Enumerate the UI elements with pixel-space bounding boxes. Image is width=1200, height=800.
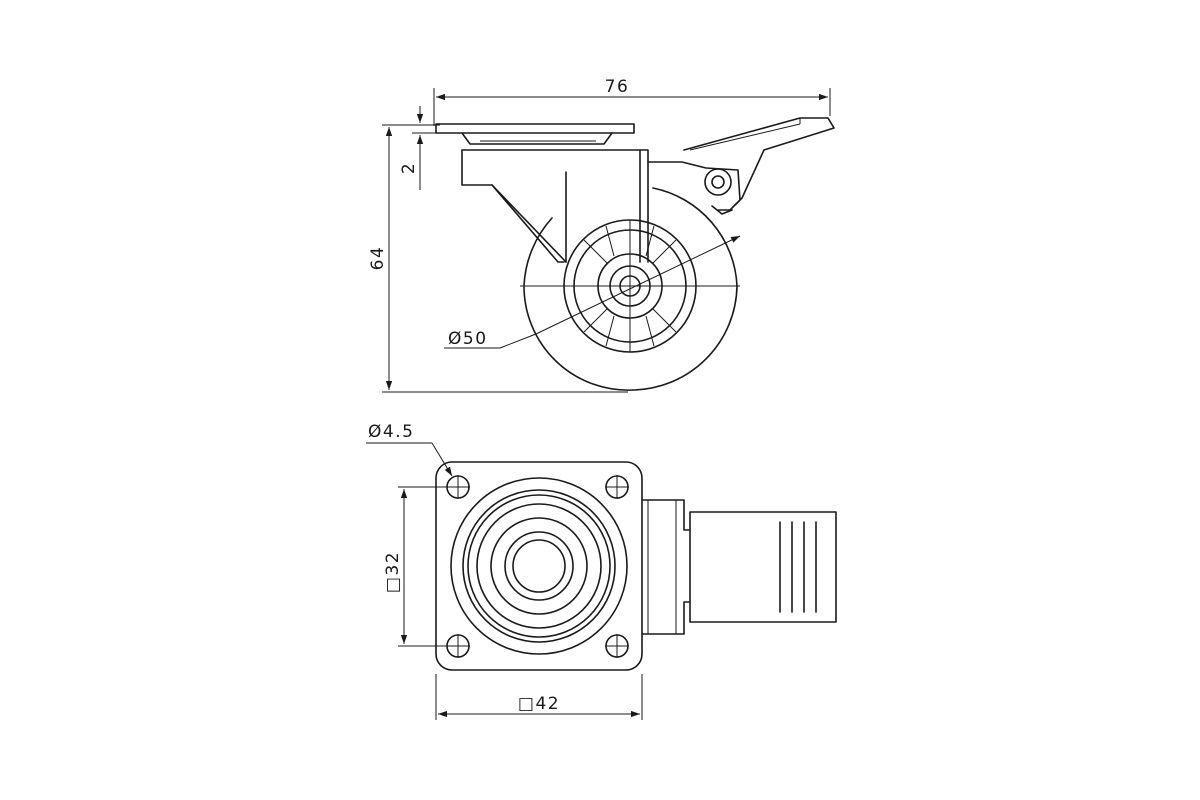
dimension-diameter-4-5-label: Ø4.5 bbox=[368, 422, 414, 442]
brake-pedal bbox=[689, 511, 837, 623]
top-plate bbox=[435, 123, 635, 134]
dimension-overall-length: 76 bbox=[433, 77, 831, 126]
dimension-2-label: 2 bbox=[399, 162, 419, 174]
mounting-plate bbox=[435, 461, 643, 671]
dimension-overall-height: 64 bbox=[368, 124, 628, 393]
dimension-wheel-diameter: Ø50 bbox=[444, 235, 741, 349]
top-view: Ø4.5 bbox=[366, 422, 837, 720]
dimension-square-32-label: □32 bbox=[383, 551, 403, 593]
dimension-hole-spacing: □32 bbox=[383, 486, 450, 647]
dimension-plate-thickness: 2 bbox=[399, 106, 440, 190]
dimension-diameter-50-label: Ø50 bbox=[448, 329, 488, 349]
dimension-square-42-label: □42 bbox=[518, 694, 560, 714]
dimension-plate-size: □42 bbox=[435, 674, 643, 720]
swivel-race bbox=[461, 132, 613, 145]
brake-lever-top bbox=[641, 499, 837, 635]
wheel bbox=[520, 187, 740, 391]
dimension-hole-diameter: Ø4.5 bbox=[366, 422, 453, 477]
brake-lever bbox=[647, 117, 835, 215]
side-view: 76 2 64 bbox=[368, 77, 835, 393]
dimension-64-label: 64 bbox=[368, 246, 388, 271]
dimension-76-label: 76 bbox=[605, 77, 630, 97]
fork-body bbox=[461, 149, 649, 263]
swivel-raceway bbox=[450, 477, 628, 655]
